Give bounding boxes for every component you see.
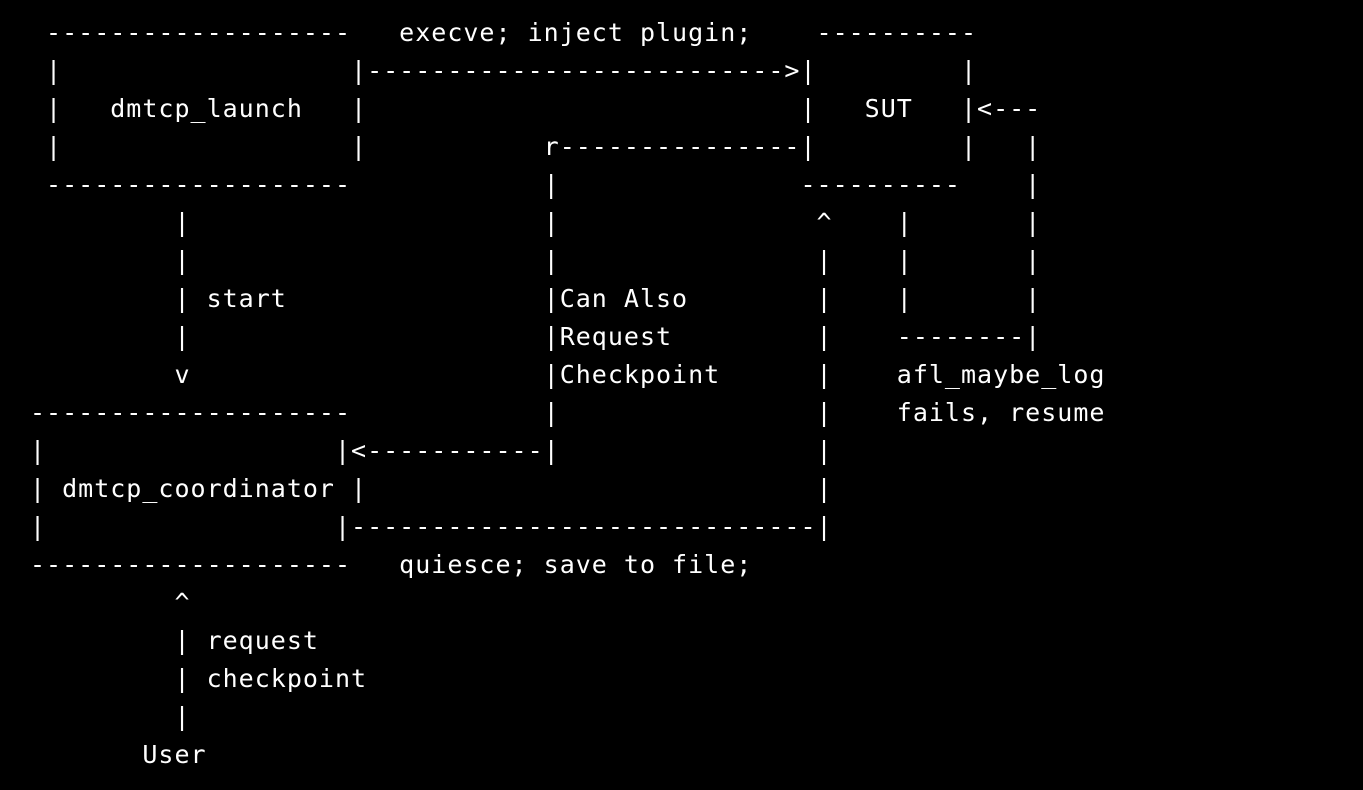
diagram-line: User: [30, 740, 207, 769]
ascii-diagram: ------------------- execve; inject plugi…: [30, 14, 1105, 774]
diagram-line: | | | | |: [30, 246, 1042, 275]
diagram-line: | checkpoint: [30, 664, 368, 693]
diagram-line: | start |Can Also | | |: [30, 284, 1042, 313]
diagram-line: | dmtcp_coordinator | |: [30, 474, 833, 503]
diagram-line: v |Checkpoint | afl_maybe_log: [30, 360, 1106, 389]
diagram-line: | |-----------------------------|: [30, 512, 833, 541]
diagram-line: | | r---------------| | |: [30, 132, 1042, 161]
diagram-line: | |-------------------------->| |: [30, 56, 978, 85]
diagram-line: | | ^ | |: [30, 208, 1042, 237]
diagram-line: ------------------- execve; inject plugi…: [30, 18, 978, 47]
diagram-line: | dmtcp_launch | | SUT |<---: [30, 94, 1042, 123]
diagram-line: ^: [30, 588, 191, 617]
diagram-line: |: [30, 702, 191, 731]
diagram-line: -------------------- quiesce; save to fi…: [30, 550, 753, 579]
diagram-line: ------------------- | ---------- |: [30, 170, 1042, 199]
diagram-line: | request: [30, 626, 319, 655]
diagram-line: | |Request | --------|: [30, 322, 1042, 351]
diagram-line: -------------------- | | fails, resume: [30, 398, 1106, 427]
diagram-line: | |<-----------| |: [30, 436, 833, 465]
